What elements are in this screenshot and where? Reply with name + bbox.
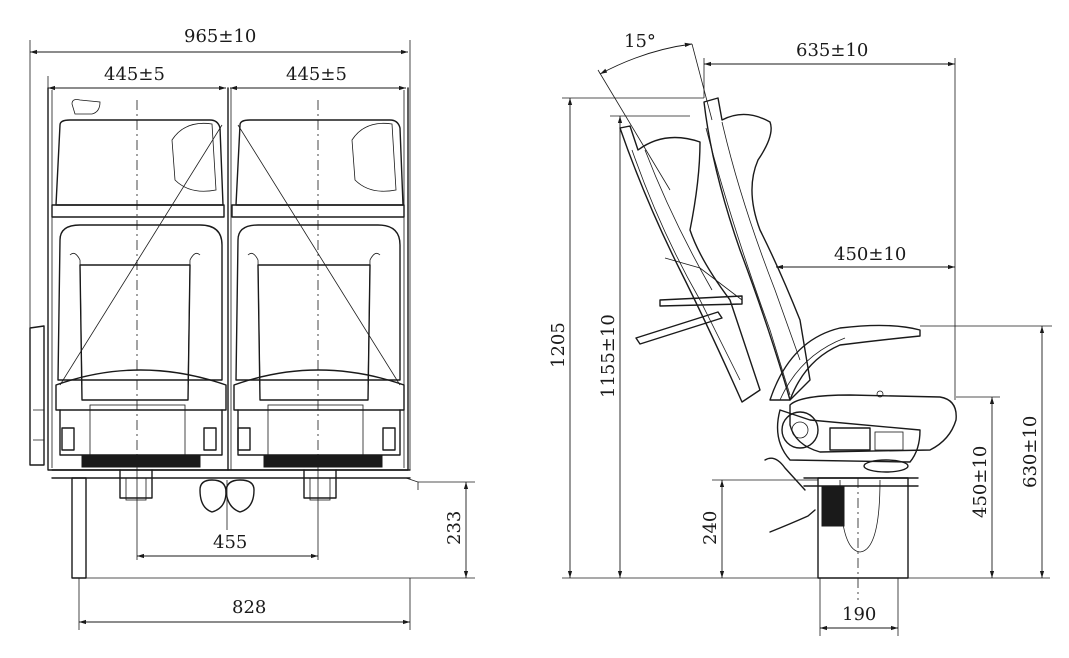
- dim-back-height: 1155±10: [598, 314, 619, 398]
- front-view: 965±10 445±5 445±5 455 828 233: [29, 26, 475, 630]
- dim-seat-width-left: 445±5: [104, 64, 165, 85]
- dim-overall-width: 965±10: [184, 26, 256, 47]
- dim-recline-angle: 15°: [624, 31, 656, 52]
- dim-pedestal-width: 190: [842, 604, 876, 625]
- dim-total-height: 1205: [548, 322, 569, 368]
- side-view: 15° 635±10 450±10 1205 1155±10 630±10 45…: [548, 31, 1052, 636]
- dim-armrest-height: 630±10: [1020, 416, 1041, 488]
- dim-pedestal-height: 240: [700, 511, 721, 545]
- dim-leg-spacing: 455: [213, 532, 247, 553]
- dim-base-width: 828: [232, 597, 266, 618]
- dim-cushion-depth: 450±10: [834, 244, 906, 265]
- dim-seat-width-right: 445±5: [286, 64, 347, 85]
- dim-leg-height: 233: [444, 511, 465, 545]
- dim-seat-height: 450±10: [970, 446, 991, 518]
- dim-depth: 635±10: [796, 40, 868, 61]
